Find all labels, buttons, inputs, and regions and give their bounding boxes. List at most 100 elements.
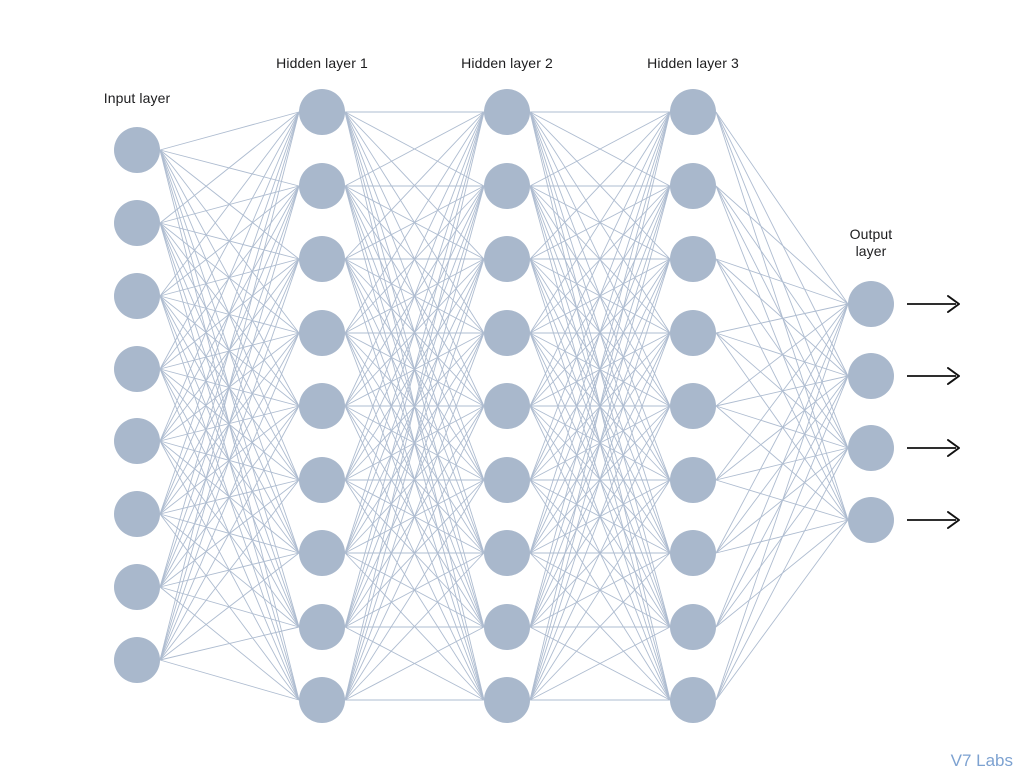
edge <box>344 626 485 701</box>
edge <box>159 552 300 661</box>
edge <box>344 552 485 701</box>
edge <box>159 479 300 661</box>
neuron-node-layer-2 <box>484 236 530 282</box>
edge <box>529 111 671 628</box>
edge <box>159 185 300 661</box>
edge <box>529 111 671 187</box>
neuron-node-layer-3 <box>670 677 716 723</box>
edge <box>715 258 849 521</box>
edge <box>715 258 849 305</box>
edge <box>529 185 671 701</box>
edge <box>344 111 485 334</box>
neuron-node-layer-3 <box>670 457 716 503</box>
neuron-node-layer-4 <box>848 281 894 327</box>
edge <box>529 332 671 701</box>
edge <box>715 111 849 449</box>
neuron-node-layer-1 <box>299 383 345 429</box>
edge <box>159 111 300 661</box>
edge <box>715 447 849 701</box>
neuron-node-layer-0 <box>114 346 160 392</box>
edge <box>344 111 485 701</box>
edge <box>344 479 485 701</box>
neuron-node-layer-2 <box>484 163 530 209</box>
edge <box>715 519 849 554</box>
neuron-node-layer-0 <box>114 200 160 246</box>
edge <box>715 258 849 449</box>
edge <box>159 332 300 661</box>
edge <box>159 258 300 661</box>
neuron-node-layer-3 <box>670 530 716 576</box>
edge <box>529 111 671 701</box>
neuron-node-layer-4 <box>848 497 894 543</box>
edge <box>715 303 849 334</box>
neuron-node-layer-3 <box>670 310 716 356</box>
edge <box>159 111 300 297</box>
neuron-node-layer-4 <box>848 425 894 471</box>
neuron-node-layer-4 <box>848 353 894 399</box>
neuron-node-layer-2 <box>484 457 530 503</box>
edge <box>344 111 485 628</box>
edge <box>715 303 849 628</box>
edge <box>715 447 849 554</box>
edge <box>715 185 849 377</box>
edge <box>159 626 300 661</box>
neuron-node-layer-2 <box>484 310 530 356</box>
output-arrow-head <box>947 511 960 529</box>
edge <box>344 405 485 701</box>
edge <box>529 111 671 407</box>
edge <box>159 111 300 370</box>
edge <box>159 659 300 701</box>
edge <box>715 258 849 377</box>
edge <box>344 111 485 260</box>
edge <box>529 111 671 481</box>
layer-label-hidden-1: Hidden layer 1 <box>276 55 368 71</box>
neuron-node-layer-3 <box>670 604 716 650</box>
edge <box>715 185 849 305</box>
watermark-v7-labs: V7 Labs <box>950 751 1013 770</box>
edge <box>715 375 849 407</box>
neuron-node-layer-3 <box>670 236 716 282</box>
edge <box>529 111 671 554</box>
edge <box>715 519 849 701</box>
neuron-node-layer-2 <box>484 604 530 650</box>
edge <box>159 111 300 224</box>
edge <box>529 405 671 701</box>
neuron-node-layer-1 <box>299 236 345 282</box>
output-arrow-head <box>947 295 960 313</box>
edge <box>159 111 300 442</box>
neuron-node-layer-3 <box>670 89 716 135</box>
neuron-node-layer-1 <box>299 604 345 650</box>
neuron-node-layer-1 <box>299 163 345 209</box>
neuron-node-layer-1 <box>299 530 345 576</box>
neuron-node-layer-0 <box>114 491 160 537</box>
edge <box>344 111 485 187</box>
edge <box>715 303 849 481</box>
neuron-node-layer-0 <box>114 637 160 683</box>
neuron-node-layer-2 <box>484 530 530 576</box>
edge <box>715 332 849 521</box>
edge <box>715 375 849 701</box>
edge <box>715 111 849 305</box>
neuron-node-layer-1 <box>299 457 345 503</box>
edge <box>529 479 671 701</box>
edge <box>344 185 485 701</box>
neuron-node-layer-0 <box>114 127 160 173</box>
edge <box>715 405 849 521</box>
edge <box>159 368 300 554</box>
edge <box>344 332 485 701</box>
layer-label-hidden-3: Hidden layer 3 <box>647 55 739 71</box>
edge <box>344 111 485 554</box>
edge <box>344 258 485 701</box>
edge <box>159 405 300 661</box>
edge <box>715 405 849 449</box>
output-arrow-head <box>947 367 960 385</box>
output-arrow-head <box>947 439 960 457</box>
edge <box>529 552 671 701</box>
edge <box>159 111 300 588</box>
edge <box>344 111 485 481</box>
neuron-node-layer-2 <box>484 677 530 723</box>
neuron-node-layer-0 <box>114 418 160 464</box>
edge <box>159 111 300 515</box>
layer-label-input: Input layer <box>103 90 171 106</box>
